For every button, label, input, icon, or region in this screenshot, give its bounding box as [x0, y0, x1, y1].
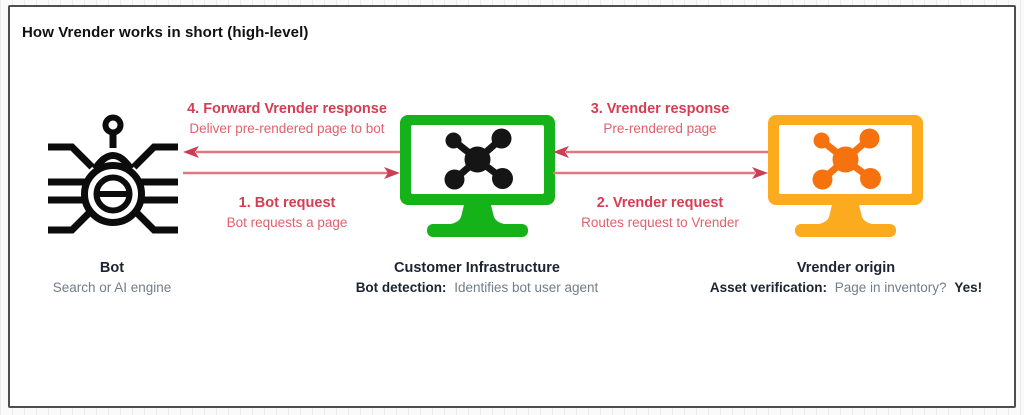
spider-bot-icon	[48, 114, 178, 234]
entity-label: Vrender origin	[796, 260, 896, 276]
entity-description: Search or AI engine	[53, 278, 172, 297]
arrowhead-right-top	[553, 146, 569, 158]
entity-result-text: Yes!	[954, 280, 983, 295]
customer-infrastructure-monitor-network-icon	[400, 115, 555, 237]
flow-label-vrender-response: 3. Vrender response Pre-rendered page	[591, 100, 730, 138]
entity-label: Customer Infrastructure	[394, 260, 560, 276]
entity-feature-label: Asset verification:	[709, 280, 827, 295]
entity-description-text: Identifies bot user agent	[454, 280, 599, 295]
entity-caption-customer-infrastructure: Customer Infrastructure Bot detection: I…	[356, 259, 599, 297]
flow-detail: Pre-rendered page	[603, 121, 717, 136]
flow-label-forward-vrender-response: 4. Forward Vrender response Deliver pre-…	[187, 100, 387, 138]
arrowhead-left-top	[183, 146, 199, 158]
flow-step: 4. Forward Vrender response	[187, 101, 387, 117]
entity-description-text: Search or AI engine	[52, 280, 172, 295]
flow-step: 1. Bot request	[238, 195, 336, 211]
entity-feature-label: Bot detection:	[355, 280, 447, 295]
flow-detail: Bot requests a page	[226, 215, 348, 230]
diagram-title: How Vrender works in short (high-level)	[22, 24, 309, 41]
arrowhead-right-bottom	[752, 167, 768, 179]
flow-label-vrender-request: 2. Vrender request Routes request to Vre…	[581, 194, 739, 232]
entity-label: Bot	[99, 260, 125, 276]
flow-label-bot-request: 1. Bot request Bot requests a page	[227, 194, 348, 232]
diagram-card: How Vrender works in short (high-level)	[8, 5, 1016, 408]
entity-caption-bot: Bot Search or AI engine	[53, 259, 172, 297]
flow-arrows	[183, 146, 768, 179]
entity-description: Bot detection: Identifies bot user agent	[356, 278, 599, 297]
flow-step: 3. Vrender response	[590, 101, 730, 117]
entity-caption-vrender-origin: Vrender origin Asset verification: Page …	[710, 259, 982, 297]
flow-detail: Deliver pre-rendered page to bot	[189, 121, 385, 136]
entity-description-text: Page in inventory?	[834, 280, 947, 295]
flow-detail: Routes request to Vrender	[581, 215, 739, 230]
flow-step: 2. Vrender request	[596, 195, 724, 211]
entity-description: Asset verification: Page in inventory? Y…	[710, 278, 982, 297]
arrowhead-left-bottom	[384, 167, 400, 179]
vrender-origin-monitor-network-icon	[768, 115, 923, 237]
